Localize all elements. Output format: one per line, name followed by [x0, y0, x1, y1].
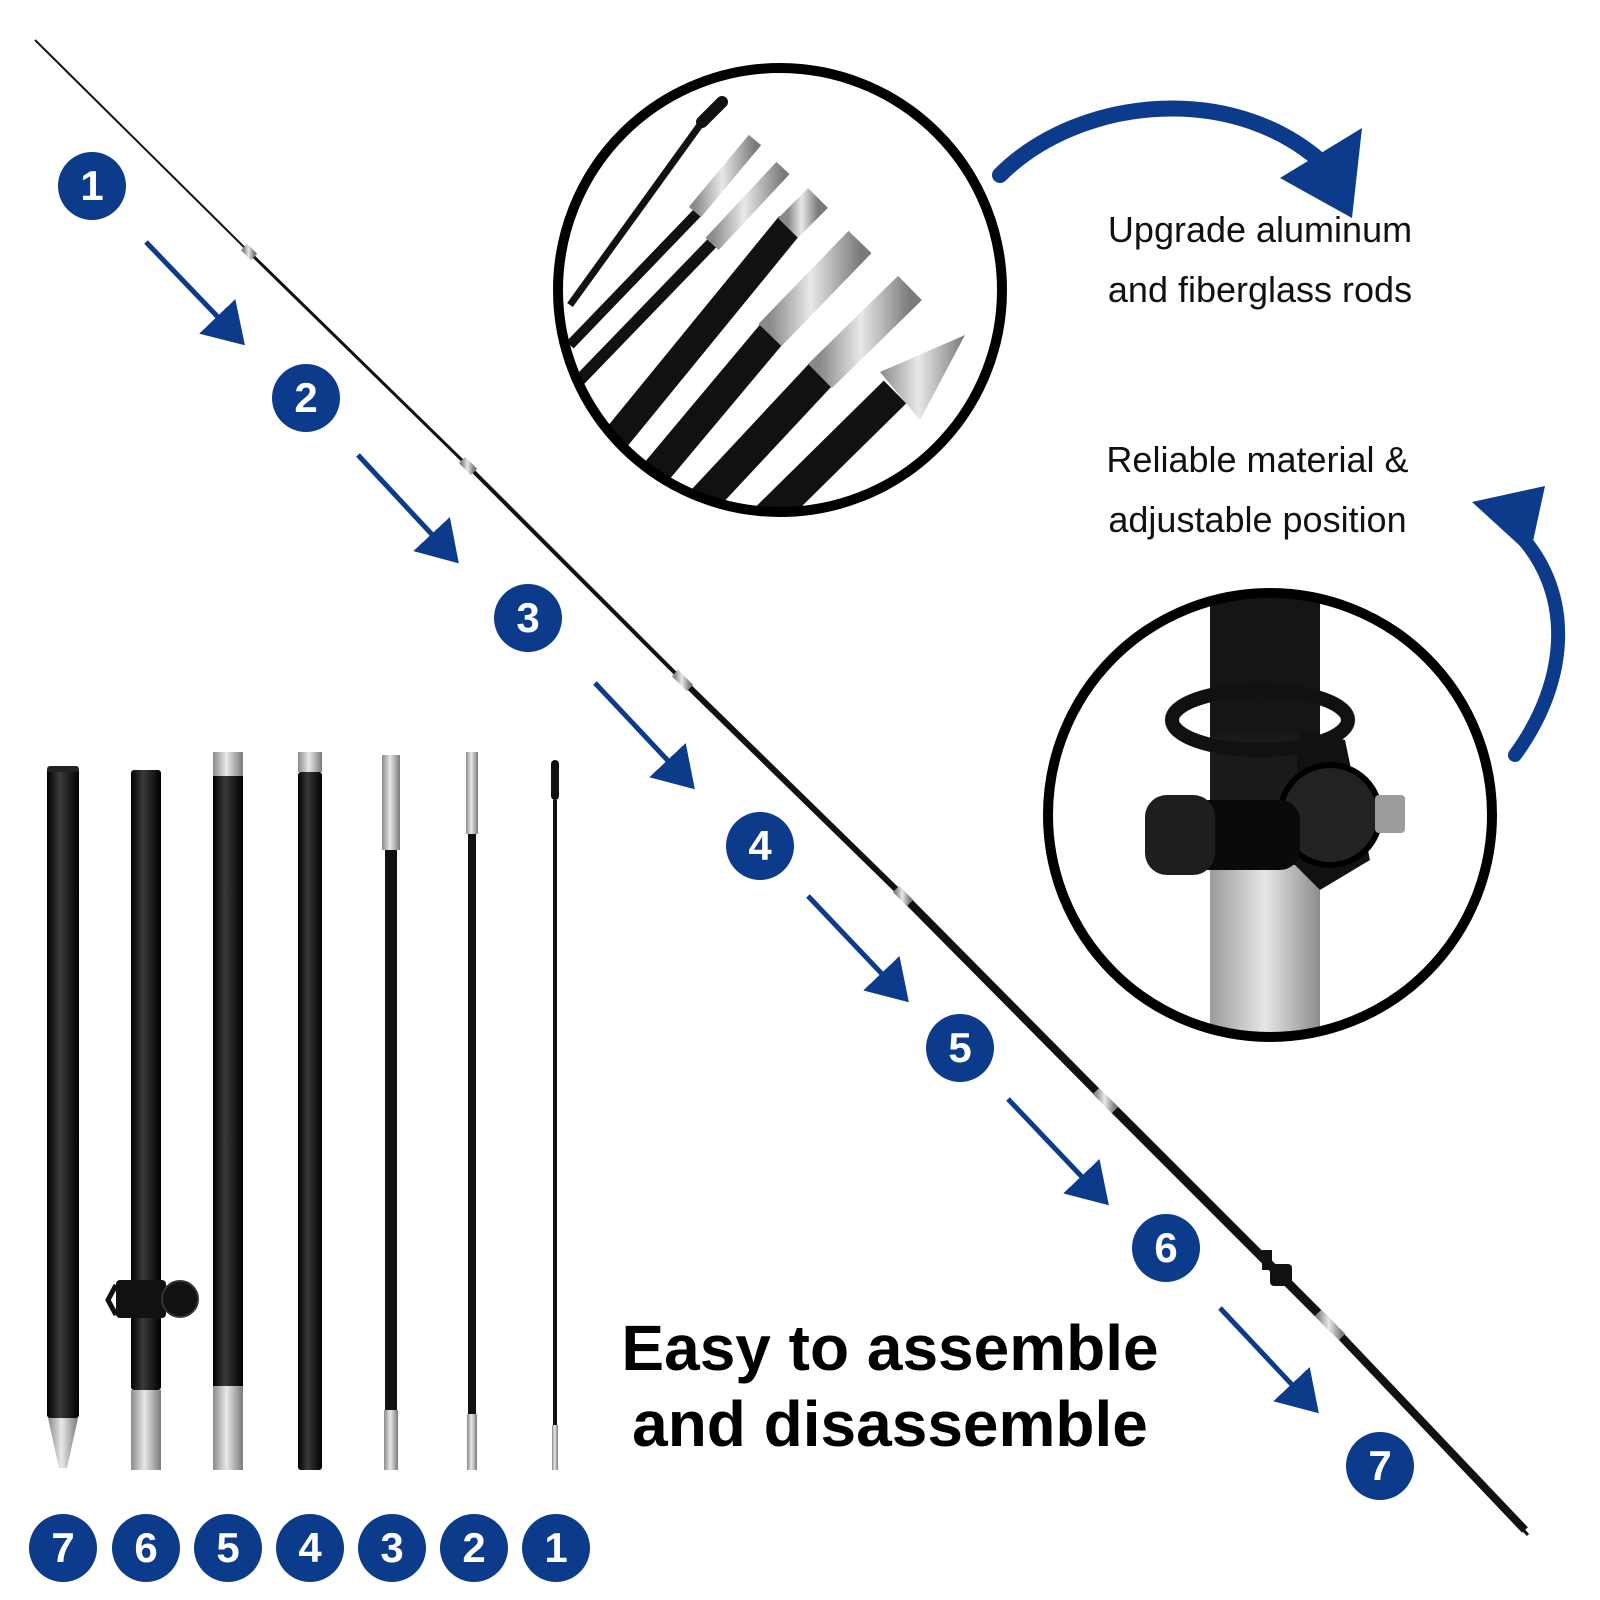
reliable-caption-line2: adjustable position	[1108, 499, 1407, 540]
step-badge-1: 1	[58, 152, 126, 220]
reliable-caption: Reliable material & adjustable position	[1065, 430, 1450, 550]
rod-ends-detail	[553, 63, 1007, 517]
rod-5	[213, 752, 243, 1470]
rod-4	[298, 752, 322, 1470]
upgrade-caption: Upgrade aluminum and fiberglass rods	[1070, 200, 1450, 320]
step-badge-2: 2	[272, 364, 340, 432]
step-badge-7: 7	[1346, 1432, 1414, 1500]
step-badge-5: 5	[926, 1014, 994, 1082]
rod-label-2: 2	[440, 1514, 508, 1582]
assembly-headline: Easy to assemble and disassemble	[590, 1310, 1190, 1462]
step-badge-3: 3	[494, 584, 562, 652]
upgrade-caption-line1: Upgrade aluminum	[1107, 209, 1413, 250]
headline-line2: and disassemble	[632, 1388, 1148, 1460]
rod-label-6: 6	[112, 1514, 180, 1582]
step-arrows	[144, 240, 1319, 1414]
rod-6	[105, 770, 199, 1470]
rod-2	[466, 752, 478, 1470]
rod-label-4: 4	[276, 1514, 344, 1582]
rod-3	[382, 755, 400, 1470]
rod-1	[551, 760, 559, 1470]
rod-label-7: 7	[29, 1514, 97, 1582]
clamp-detail	[1043, 588, 1497, 1042]
rod-label-5: 5	[194, 1514, 262, 1582]
curved-arrow-bottom	[1472, 486, 1566, 762]
rod-label-3: 3	[358, 1514, 426, 1582]
assembled-pole	[34, 39, 1530, 1537]
headline-line1: Easy to assemble	[621, 1312, 1159, 1384]
rod-7	[47, 766, 79, 1468]
step-badge-4: 4	[726, 812, 794, 880]
step-badge-6: 6	[1132, 1214, 1200, 1282]
upgrade-caption-line2: and fiberglass rods	[1107, 269, 1413, 310]
rod-label-1: 1	[522, 1514, 590, 1582]
disassembled-rods	[47, 752, 559, 1470]
curved-arrow-top	[992, 100, 1362, 218]
reliable-caption-line1: Reliable material &	[1106, 439, 1409, 480]
